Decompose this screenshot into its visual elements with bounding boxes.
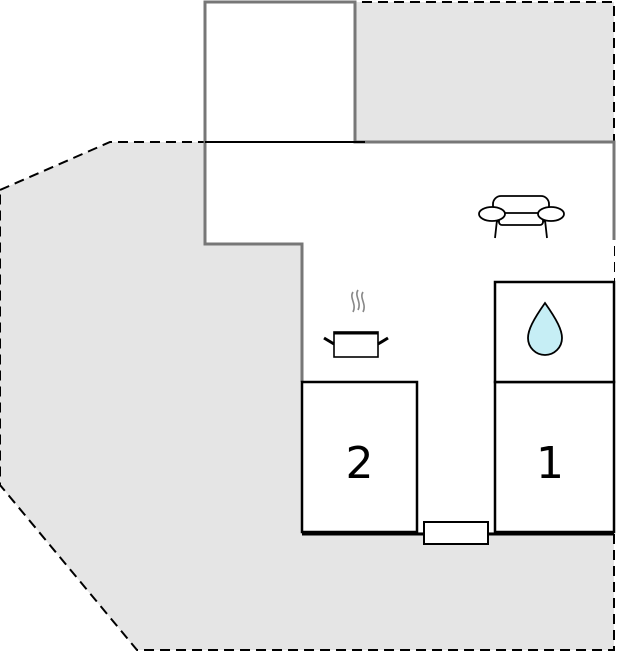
water-drop-icon (527, 301, 563, 356)
room-1-label: 1 (536, 438, 564, 489)
cooking-pot-icon (323, 289, 389, 358)
house-walls (203, 0, 616, 382)
room-2 (300, 380, 419, 534)
entrance-door (423, 521, 489, 545)
room-2-label: 2 (346, 438, 374, 489)
room-1 (493, 380, 616, 534)
sofa-icon (478, 195, 565, 239)
